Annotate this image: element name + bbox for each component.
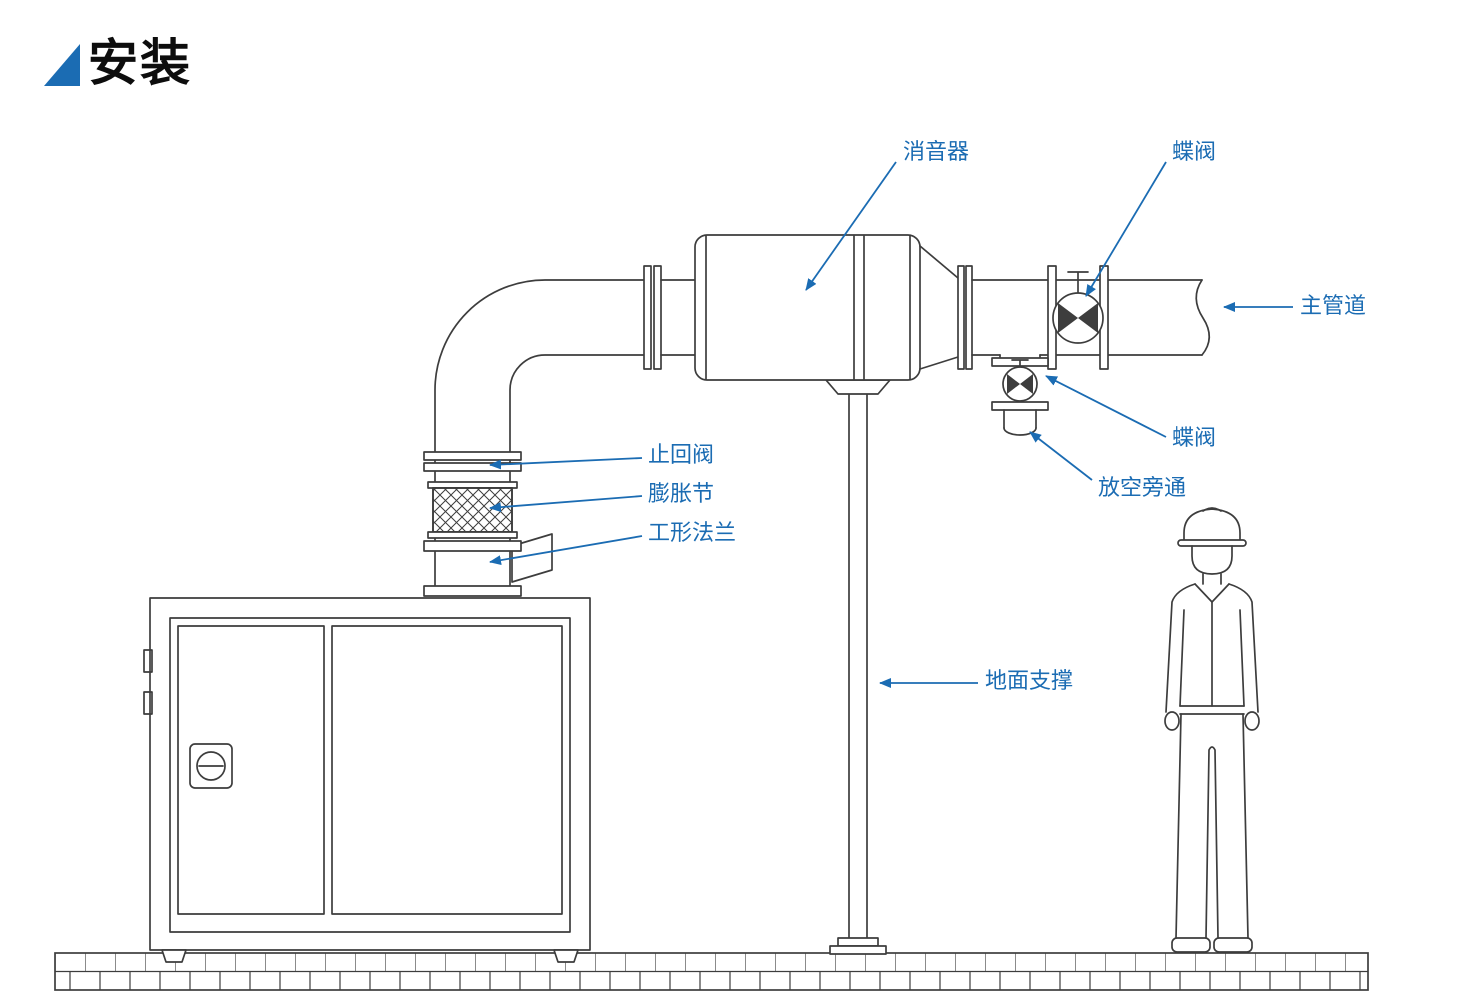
label-check-valve: 止回阀 [648,442,715,467]
legs-outer [1175,713,1249,939]
expansion-joint [427,481,518,539]
leader-butterfly-valve-bypass [1045,375,1167,438]
right-hand [1244,711,1260,731]
label-blowoff-bypass: 放空旁通 [1098,475,1187,500]
leader-i-shaped-flange [489,535,643,566]
ground-strip [54,952,1369,991]
main-pipe [957,265,1211,370]
label-ground-support: 地面支撑 [985,668,1074,693]
silencer [694,234,959,395]
cabinet-logo [189,743,233,789]
base-flange [423,585,522,597]
leader-blowoff-bypass [1029,431,1093,481]
label-butterfly-valve-main: 蝶阀 [1172,139,1217,164]
page-title: 安装 [42,38,192,88]
left-hand [1164,711,1180,731]
hard-hat [1183,508,1241,541]
left-shoe [1171,937,1211,953]
discharge-pipe [423,279,646,597]
title-triangle-icon [44,44,80,86]
cabinet-feet [161,949,579,963]
leader-silencer [805,161,897,291]
worker-figure [1164,507,1260,953]
pipe-bracket [511,533,553,583]
butterfly-valve-main [1047,265,1109,370]
belt [1179,705,1245,715]
leader-lines [489,161,1293,688]
arms-outer [1165,583,1259,713]
pipe-break [1195,279,1211,356]
i-shaped-flange [423,540,522,552]
butterfly-valve-bypass [1002,359,1038,402]
ground-support-post [829,393,887,955]
blowoff-bypass [991,354,1049,436]
face [1191,545,1233,575]
label-main-pipe: 主管道 [1300,293,1367,318]
leader-butterfly-valve-main [1085,161,1167,297]
check-valve [423,451,522,472]
label-butterfly-valve-bypass: 蝶阀 [1172,425,1217,450]
label-silencer: 消音器 [903,139,970,164]
inlet-flange-pair [643,265,696,370]
collar [1194,583,1230,603]
label-expansion-joint: 膨胀节 [648,481,715,506]
label-i-shaped-flange: 工形法兰 [648,520,737,545]
blower-cabinet [143,597,591,963]
page-title-text: 安装 [88,35,192,91]
leader-check-valve [489,457,643,470]
right-shoe [1213,937,1253,953]
leader-expansion-joint [489,495,643,513]
